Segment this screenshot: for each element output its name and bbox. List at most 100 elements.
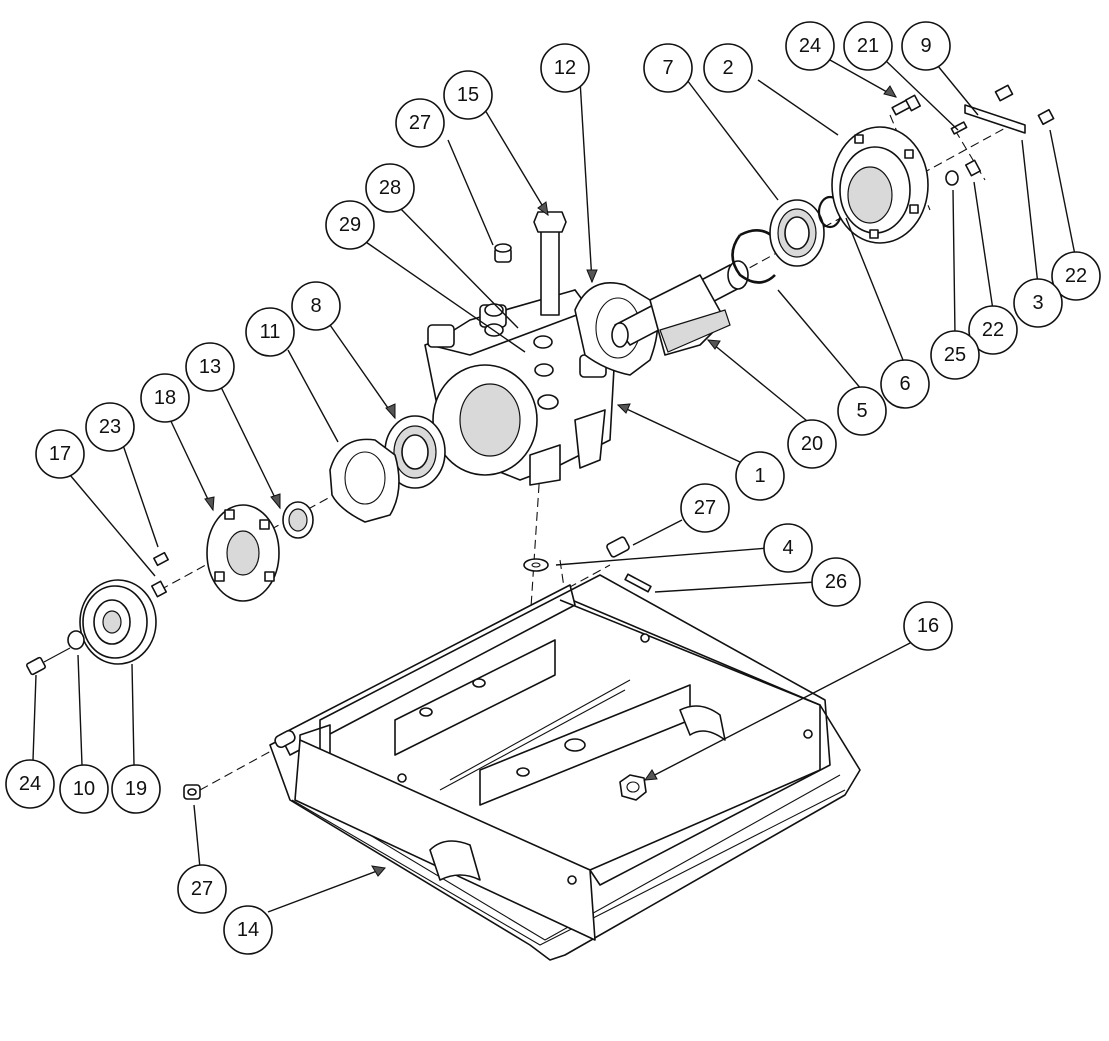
callout-5: 5 (837, 386, 887, 436)
callout-label: 29 (339, 214, 361, 236)
callout-18: 18 (140, 373, 190, 423)
callout-label: 14 (237, 919, 259, 941)
callout-label: 9 (920, 35, 931, 57)
callout-13: 13 (185, 342, 235, 392)
callout-circle (930, 330, 980, 380)
callout-27: 27 (680, 483, 730, 533)
callout-circle (443, 70, 493, 120)
callout-circle (111, 764, 161, 814)
callout-circle (5, 759, 55, 809)
callout-1: 1 (735, 451, 785, 501)
callout-14: 14 (223, 905, 273, 955)
cover-fasteners (891, 84, 1055, 186)
callout-28: 28 (365, 163, 415, 213)
callout-circle (1051, 251, 1101, 301)
key-setscrew (150, 551, 169, 598)
callout-22: 22 (1051, 251, 1101, 301)
callout-circle (880, 359, 930, 409)
callout-6: 6 (880, 359, 930, 409)
callout-22: 22 (968, 305, 1018, 355)
callout-21: 21 (843, 21, 893, 71)
mid-small-parts (523, 536, 652, 593)
washer-bolt-left (26, 630, 85, 676)
callout-circle (185, 342, 235, 392)
callout-24: 24 (5, 759, 55, 809)
callout-circle (837, 386, 887, 436)
bushing-27-top (494, 243, 512, 263)
callout-label: 27 (191, 878, 213, 900)
eccentric-shaft-20 (611, 260, 749, 356)
callout-23: 23 (85, 402, 135, 452)
callout-label: 18 (154, 387, 176, 409)
callout-7: 7 (643, 43, 693, 93)
callout-8: 8 (291, 281, 341, 331)
callout-3: 3 (1013, 278, 1063, 328)
callout-circle (177, 864, 227, 914)
callout-circle (901, 21, 951, 71)
callout-25: 25 (930, 330, 980, 380)
nut-16 (619, 774, 647, 801)
callout-24: 24 (785, 21, 835, 71)
callout-label: 11 (260, 321, 281, 343)
callout-circle (811, 557, 861, 607)
callout-label: 23 (99, 416, 121, 438)
callout-label: 26 (825, 571, 847, 593)
seal-13 (282, 501, 314, 539)
callout-circle (787, 419, 837, 469)
callout-label: 25 (944, 344, 966, 366)
callout-circle (540, 43, 590, 93)
callout-26: 26 (811, 557, 861, 607)
callout-label: 3 (1032, 292, 1043, 314)
callout-label: 27 (694, 497, 716, 519)
callout-27: 27 (395, 98, 445, 148)
callout-16: 16 (903, 601, 953, 651)
callout-label: 2 (722, 57, 733, 79)
callout-2: 2 (703, 43, 753, 93)
callout-label: 16 (917, 615, 939, 637)
callout-circle (680, 483, 730, 533)
callout-label: 7 (662, 57, 673, 79)
callout-19: 19 (111, 764, 161, 814)
callout-circle (140, 373, 190, 423)
callouts: 24 21 9 7 2 12 15 27 28 29 8 11 13 18 23 17 22 3 22 25 65 20 1… (5, 21, 1101, 955)
callout-circle (968, 305, 1018, 355)
callout-label: 15 (457, 84, 479, 106)
callout-circle (35, 429, 85, 479)
callout-label: 24 (19, 773, 41, 795)
callout-circle (763, 523, 813, 573)
callout-label: 28 (379, 177, 401, 199)
callout-circle (703, 43, 753, 93)
callout-10: 10 (59, 764, 109, 814)
callout-label: 4 (782, 537, 793, 559)
callout-circle (643, 43, 693, 93)
callout-17: 17 (35, 429, 85, 479)
callout-label: 19 (125, 778, 147, 800)
callout-circle (59, 764, 109, 814)
callout-circle (325, 200, 375, 250)
callout-label: 10 (73, 778, 95, 800)
callout-label: 8 (310, 295, 321, 317)
callout-label: 1 (754, 465, 765, 487)
bushing-27-lower (183, 784, 201, 800)
bearing-8 (384, 415, 446, 489)
callout-label: 24 (799, 35, 821, 57)
callout-label: 22 (982, 319, 1004, 341)
callout-4: 4 (763, 523, 813, 573)
callout-label: 6 (899, 373, 910, 395)
callout-27: 27 (177, 864, 227, 914)
bolt-15 (533, 211, 567, 316)
callout-circle (735, 451, 785, 501)
callout-circle (245, 307, 295, 357)
callout-12: 12 (540, 43, 590, 93)
callout-circle (843, 21, 893, 71)
callout-label: 27 (409, 112, 431, 134)
callout-circle (903, 601, 953, 651)
callout-label: 20 (801, 433, 823, 455)
bearing-7 (769, 199, 825, 267)
callout-circle (365, 163, 415, 213)
callout-9: 9 (901, 21, 951, 71)
callout-15: 15 (443, 70, 493, 120)
gasket-11 (329, 438, 400, 523)
base-plate (269, 574, 861, 961)
